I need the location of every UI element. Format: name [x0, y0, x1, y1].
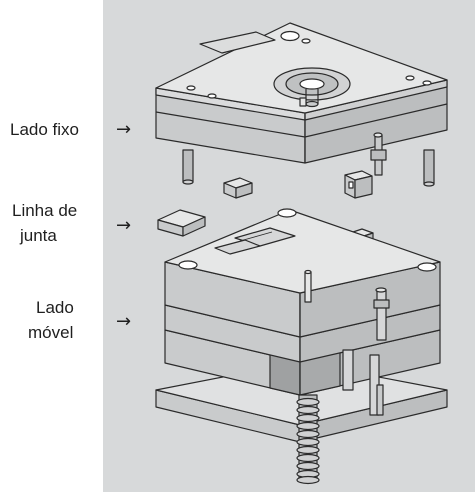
label-parting-line-1: Linha de: [12, 201, 78, 220]
arrow-moving-side: →: [116, 311, 132, 332]
label-fixed-side: Lado fixo: [10, 120, 79, 139]
arrow-fixed-side: →: [116, 119, 132, 140]
injection-mold-illustration: [155, 22, 448, 485]
label-moving-side-1: Lado: [36, 298, 74, 317]
ejector-spring: [296, 394, 320, 485]
label-moving-side-2: móvel: [28, 323, 74, 342]
fixed-side-assembly: [155, 22, 448, 187]
arrow-parting-line: →: [116, 215, 132, 236]
moving-side-assembly: [155, 208, 448, 485]
label-parting-line-2: junta: [20, 226, 57, 245]
